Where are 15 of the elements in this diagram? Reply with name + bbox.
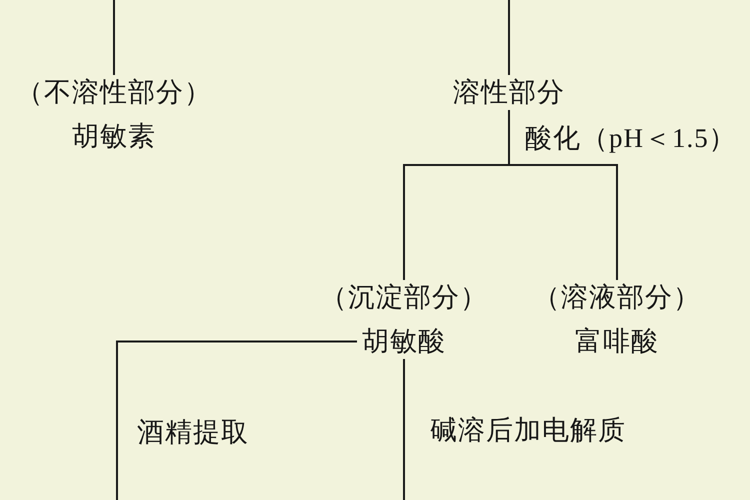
connector-line — [113, 0, 115, 75]
product-name: 胡敏酸 — [362, 327, 446, 356]
product-name: 富啡酸 — [575, 327, 659, 356]
connector-line — [116, 340, 357, 500]
edge-label: 酒精提取 — [137, 418, 249, 447]
edge-label: 碱溶后加电解质 — [430, 416, 626, 445]
fraction-label: 溶性部分 — [453, 78, 565, 107]
fraction-label: （溶液部分） — [533, 283, 701, 312]
connector-line — [508, 0, 510, 75]
fraction-label: （不溶性部分） — [16, 78, 212, 107]
product-name: 胡敏素 — [72, 122, 156, 151]
connector-line — [403, 359, 405, 500]
connector-line — [508, 110, 618, 280]
edge-label: 酸化（pH＜1.5） — [525, 124, 737, 153]
fraction-label: （沉淀部分） — [320, 283, 488, 312]
